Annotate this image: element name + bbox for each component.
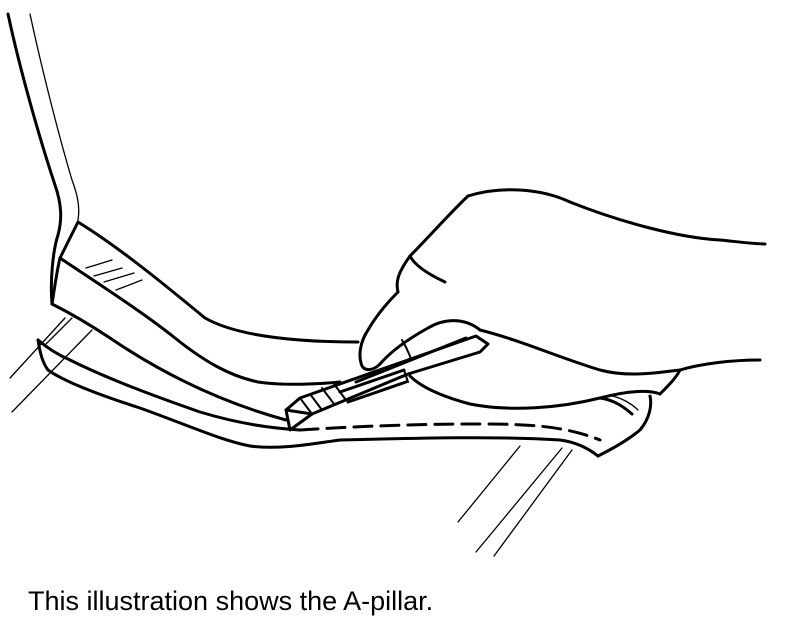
windshield-lower-right bbox=[457, 445, 573, 557]
utility-knife bbox=[284, 334, 490, 432]
a-pillar-trim bbox=[50, 220, 360, 422]
hand bbox=[358, 188, 767, 416]
a-pillar-lower-flange bbox=[36, 338, 653, 458]
dashed-cut-line bbox=[298, 422, 602, 442]
figure-caption: This illustration shows the A-pillar. bbox=[28, 586, 434, 616]
a-pillar-upper bbox=[6, 12, 80, 306]
